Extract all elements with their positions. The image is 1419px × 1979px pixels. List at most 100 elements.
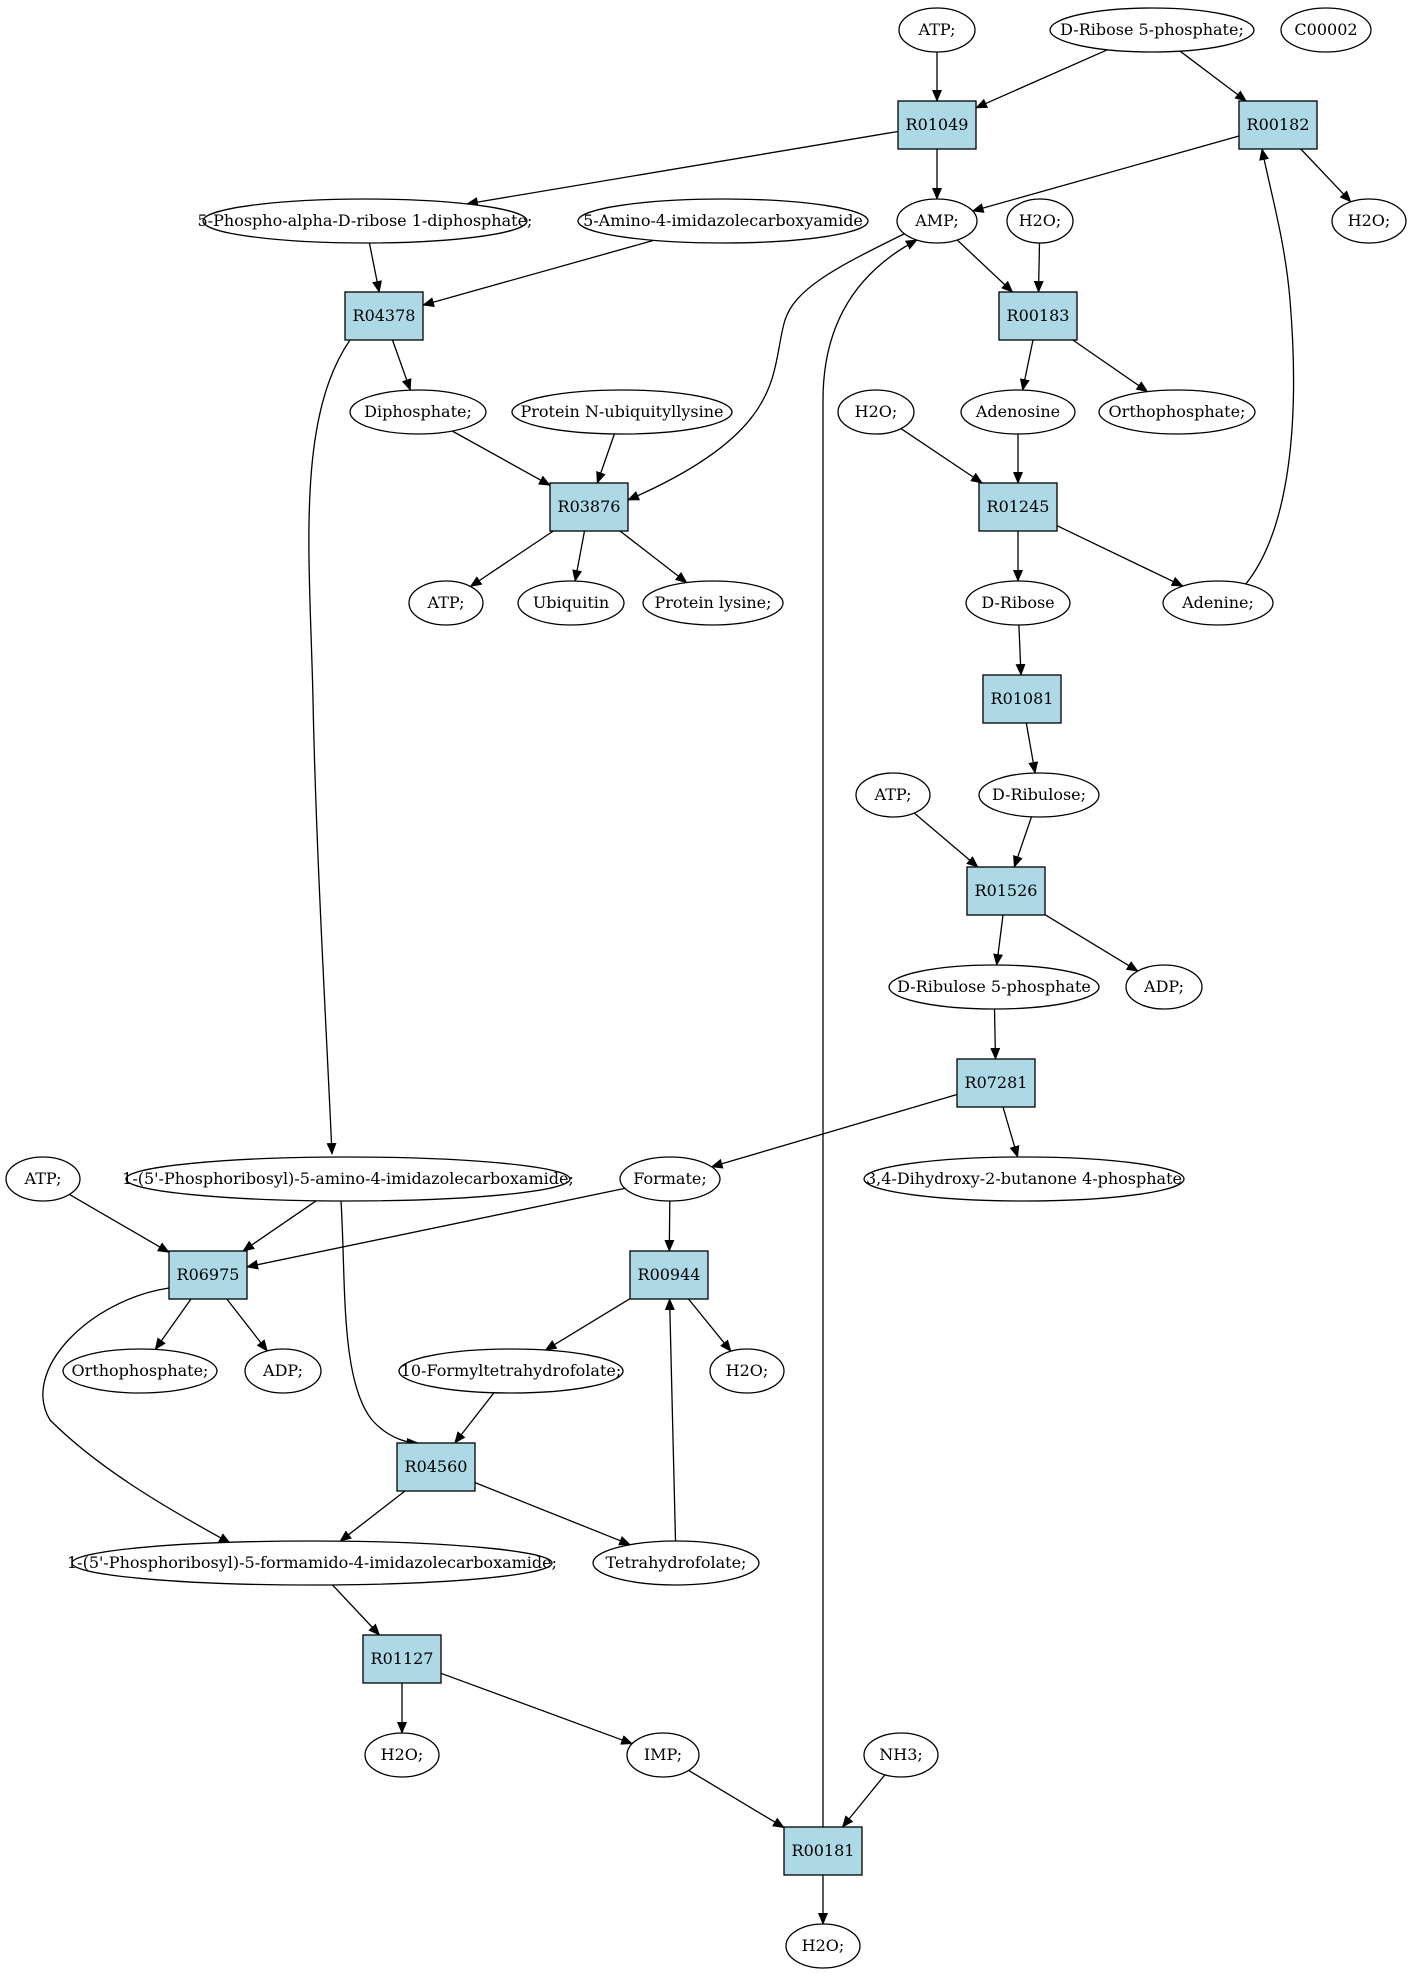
compound-node-aica[interactable]: 5-Amino-4-imidazolecarboxyamide bbox=[577, 198, 869, 244]
compound-node-aicar[interactable]: 1-(5'-Phosphoribosyl)-5-amino-4-imidazol… bbox=[122, 1156, 574, 1202]
compound-ellipse bbox=[896, 198, 978, 244]
edge-r06975-to-orthophosphate-r06975 bbox=[154, 1298, 192, 1351]
reaction-box bbox=[956, 1058, 1036, 1108]
compound-node-atp-r03876-out[interactable]: ATP; bbox=[408, 580, 484, 626]
compound-ellipse bbox=[71, 1540, 553, 1586]
compound-node-h2o-r01127-out[interactable]: H2O; bbox=[364, 1732, 440, 1778]
node-label: 1-(5'-Phosphoribosyl)-5-formamido-4-imid… bbox=[67, 1553, 557, 1572]
edge-r03876-to-ubiquitin bbox=[572, 530, 586, 583]
node-label: Orthophosphate; bbox=[72, 1361, 209, 1380]
reaction-node-r06975[interactable]: R06975 bbox=[168, 1250, 248, 1300]
reaction-box bbox=[982, 674, 1062, 724]
compound-node-protein-lysine[interactable]: Protein lysine; bbox=[642, 580, 784, 626]
reaction-node-r01127[interactable]: R01127 bbox=[362, 1634, 442, 1684]
compound-node-d-ribulose[interactable]: D-Ribulose; bbox=[978, 772, 1100, 818]
node-label: R07281 bbox=[965, 1073, 1028, 1092]
compound-node-atp-r06975-in[interactable]: ATP; bbox=[5, 1156, 81, 1202]
reaction-node-r01081[interactable]: R01081 bbox=[982, 674, 1062, 724]
node-label: Diphosphate; bbox=[364, 402, 472, 421]
node-label: 5-Amino-4-imidazolecarboxyamide bbox=[583, 211, 863, 230]
compound-ellipse bbox=[244, 1348, 322, 1394]
node-label: R00944 bbox=[638, 1265, 701, 1284]
compound-node-atp-top[interactable]: ATP; bbox=[898, 7, 976, 53]
compound-node-amp[interactable]: AMP; bbox=[896, 198, 978, 244]
node-label: 5-Phospho-alpha-D-ribose 1-diphosphate; bbox=[198, 211, 533, 230]
node-label: R01245 bbox=[987, 497, 1050, 516]
compound-ellipse bbox=[577, 198, 869, 244]
node-label: R04378 bbox=[353, 306, 416, 325]
compound-ellipse bbox=[517, 580, 625, 626]
compound-ellipse bbox=[888, 964, 1100, 1010]
compound-node-d-ribose-5-phosphate[interactable]: D-Ribose 5-phosphate; bbox=[1049, 7, 1255, 53]
edge-adenine-to-r00182 bbox=[1244, 148, 1295, 586]
edge-faicar-to-r01127 bbox=[332, 1584, 381, 1636]
edge-thf-to-r00944 bbox=[664, 1298, 677, 1542]
compound-ellipse bbox=[1049, 7, 1255, 53]
reaction-node-r03876[interactable]: R03876 bbox=[549, 482, 629, 532]
compound-node-adenine[interactable]: Adenine; bbox=[1162, 580, 1274, 626]
edge-r03876-to-protein-lysine bbox=[619, 530, 688, 584]
compound-node-h2o-r01245-in[interactable]: H2O; bbox=[837, 389, 915, 435]
reaction-node-r00944[interactable]: R00944 bbox=[629, 1250, 709, 1300]
node-label: D-Ribulose 5-phosphate bbox=[897, 977, 1091, 996]
compound-node-faicar[interactable]: 1-(5'-Phosphoribosyl)-5-formamido-4-imid… bbox=[67, 1540, 557, 1586]
reaction-node-r00183[interactable]: R00183 bbox=[998, 291, 1078, 341]
edge-formyl-thf-to-r04560 bbox=[454, 1392, 495, 1444]
reaction-node-r07281[interactable]: R07281 bbox=[956, 1058, 1036, 1108]
edge-r04560-to-faicar bbox=[339, 1490, 406, 1542]
compound-node-h2o-r00181-out[interactable]: H2O; bbox=[785, 1923, 861, 1969]
compound-node-imp[interactable]: IMP; bbox=[626, 1732, 700, 1778]
edge-formate-to-r00944 bbox=[664, 1200, 675, 1252]
edge-formate-to-r06975 bbox=[246, 1187, 625, 1270]
compound-node-adp-r01526-out[interactable]: ADP; bbox=[1125, 964, 1203, 1010]
reaction-node-r00181[interactable]: R00181 bbox=[783, 1826, 863, 1876]
node-label: D-Ribulose; bbox=[992, 785, 1086, 804]
compound-node-protein-n-ubiquityllysine[interactable]: Protein N-ubiquityllysine bbox=[511, 389, 733, 435]
edge-r07281-to-dhbp bbox=[1002, 1106, 1020, 1158]
compound-node-nh3[interactable]: NH3; bbox=[863, 1732, 939, 1778]
compound-node-formate[interactable]: Formate; bbox=[619, 1156, 721, 1202]
edge-h2o-r01245-in-to-r01245 bbox=[900, 428, 983, 484]
compound-node-adenosine[interactable]: Adenosine bbox=[960, 389, 1076, 435]
compound-node-h2o-r00182-out[interactable]: H2O; bbox=[1331, 198, 1407, 244]
reaction-node-r04560[interactable]: R04560 bbox=[396, 1442, 476, 1492]
edge-r00182-to-amp bbox=[971, 135, 1240, 213]
compound-node-atp-r01526-in[interactable]: ATP; bbox=[855, 772, 931, 818]
reaction-node-r01526[interactable]: R01526 bbox=[966, 866, 1046, 916]
reaction-box bbox=[396, 1442, 476, 1492]
compound-ellipse bbox=[855, 772, 931, 818]
reaction-node-r01049[interactable]: R01049 bbox=[897, 100, 977, 150]
compound-node-thf[interactable]: Tetrahydrofolate; bbox=[592, 1540, 760, 1586]
node-label: Protein lysine; bbox=[654, 593, 771, 612]
compound-node-d-ribulose-5-phosphate[interactable]: D-Ribulose 5-phosphate bbox=[888, 964, 1100, 1010]
node-label: Ubiquitin bbox=[533, 593, 609, 612]
edge-r06975-to-faicar bbox=[42, 1287, 231, 1544]
node-label: R03876 bbox=[558, 497, 621, 516]
compound-node-h2o-r00183-in[interactable]: H2O; bbox=[1006, 198, 1074, 244]
compound-node-orthophosphate-r00183[interactable]: Orthophosphate; bbox=[1098, 389, 1256, 435]
compound-node-orthophosphate-r06975[interactable]: Orthophosphate; bbox=[62, 1348, 218, 1394]
node-label: R01081 bbox=[991, 689, 1054, 708]
compound-node-c00002[interactable]: C00002 bbox=[1280, 7, 1372, 53]
compound-node-dhbp[interactable]: 3,4-Dihydroxy-2-butanone 4-phosphate bbox=[863, 1156, 1185, 1202]
reaction-box bbox=[549, 482, 629, 532]
compound-node-formyl-thf[interactable]: 10-Formyltetrahydrofolate; bbox=[398, 1348, 624, 1394]
compound-ellipse bbox=[1162, 580, 1274, 626]
compound-node-prpp[interactable]: 5-Phospho-alpha-D-ribose 1-diphosphate; bbox=[198, 198, 533, 244]
reaction-node-r04378[interactable]: R04378 bbox=[344, 291, 424, 341]
edge-d-ribulose-to-r01526 bbox=[1013, 816, 1033, 868]
edge-r07281-to-formate bbox=[710, 1093, 958, 1169]
compound-node-h2o-r00944-out[interactable]: H2O; bbox=[709, 1348, 785, 1394]
edge-r01049-to-prpp bbox=[465, 130, 899, 208]
compound-node-ubiquitin[interactable]: Ubiquitin bbox=[517, 580, 625, 626]
reaction-box bbox=[978, 482, 1058, 532]
compound-node-d-ribose[interactable]: D-Ribose bbox=[965, 580, 1071, 626]
compound-ellipse bbox=[364, 1732, 440, 1778]
reaction-node-r00182[interactable]: R00182 bbox=[1238, 100, 1318, 150]
edge-imp-to-r00181 bbox=[688, 1769, 785, 1829]
compound-node-diphosphate[interactable]: Diphosphate; bbox=[349, 389, 487, 435]
edge-d-ribulose-5-phosphate-to-r07281 bbox=[990, 1008, 1001, 1060]
compound-node-adp-r06975-out[interactable]: ADP; bbox=[244, 1348, 322, 1394]
reaction-node-r01245[interactable]: R01245 bbox=[978, 482, 1058, 532]
